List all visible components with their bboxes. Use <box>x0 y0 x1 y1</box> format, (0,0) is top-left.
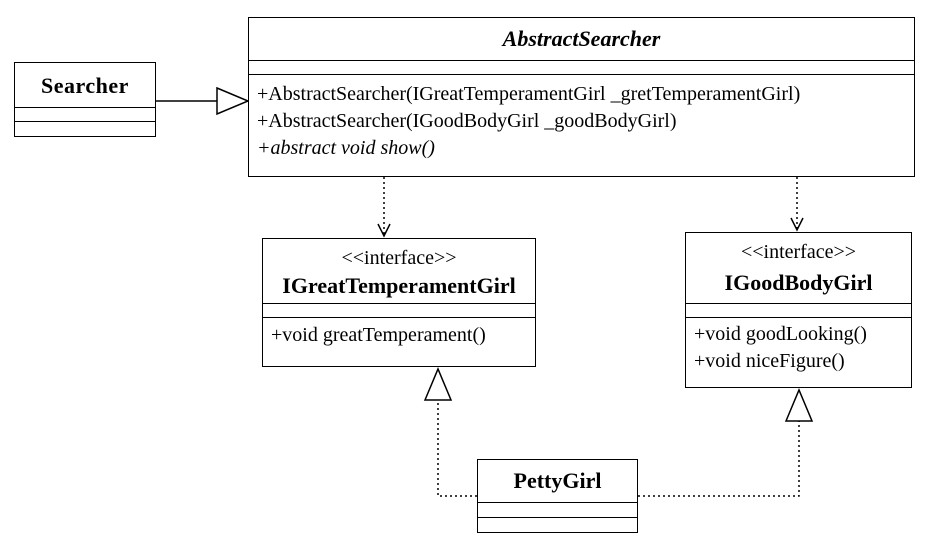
method: +void goodLooking() <box>694 323 867 345</box>
interface-igood-body-girl[interactable]: <<interface>> IGoodBodyGirl +void goodLo… <box>685 232 912 388</box>
class-searcher[interactable]: Searcher <box>14 62 156 137</box>
interface-igreat-temperament-girl[interactable]: <<interface>> IGreatTemperamentGirl +voi… <box>262 238 536 367</box>
method: +AbstractSearcher(IGreatTemperamentGirl … <box>257 83 801 105</box>
attributes-compartment <box>263 303 535 317</box>
methods-compartment <box>15 121 155 135</box>
stereotype: <<interface>> <box>341 247 457 269</box>
method: +AbstractSearcher(IGoodBodyGirl _goodBod… <box>257 110 677 132</box>
generalization-searcher-to-abstractsearcher <box>156 86 250 116</box>
methods-compartment <box>478 517 637 532</box>
attributes-compartment <box>15 107 155 121</box>
dependency-abstract-to-igreat <box>377 177 391 238</box>
class-name: PettyGirl <box>513 468 602 493</box>
method: +void greatTemperament() <box>271 324 486 346</box>
attributes-compartment <box>686 303 911 317</box>
methods-compartment: +void greatTemperament() <box>263 317 535 349</box>
attributes-compartment <box>249 60 914 74</box>
class-name: Searcher <box>41 73 129 98</box>
method: +void niceFigure() <box>694 350 845 372</box>
methods-compartment: +void goodLooking() +void niceFigure() <box>686 317 911 375</box>
methods-compartment: +AbstractSearcher(IGreatTemperamentGirl … <box>249 74 914 162</box>
stereotype: <<interface>> <box>740 241 857 263</box>
realization-petty-to-igood <box>638 388 814 497</box>
class-petty-girl[interactable]: PettyGirl <box>477 459 638 533</box>
class-name: IGreatTemperamentGirl <box>282 273 516 298</box>
dependency-abstract-to-igood <box>790 177 804 232</box>
realization-petty-to-igreat <box>423 367 477 497</box>
attributes-compartment <box>478 502 637 517</box>
class-name: AbstractSearcher <box>502 26 661 51</box>
class-abstract-searcher[interactable]: AbstractSearcher +AbstractSearcher(IGrea… <box>248 17 915 177</box>
method-abstract: +abstract void show() <box>257 137 435 159</box>
class-name: IGoodBodyGirl <box>724 270 873 295</box>
